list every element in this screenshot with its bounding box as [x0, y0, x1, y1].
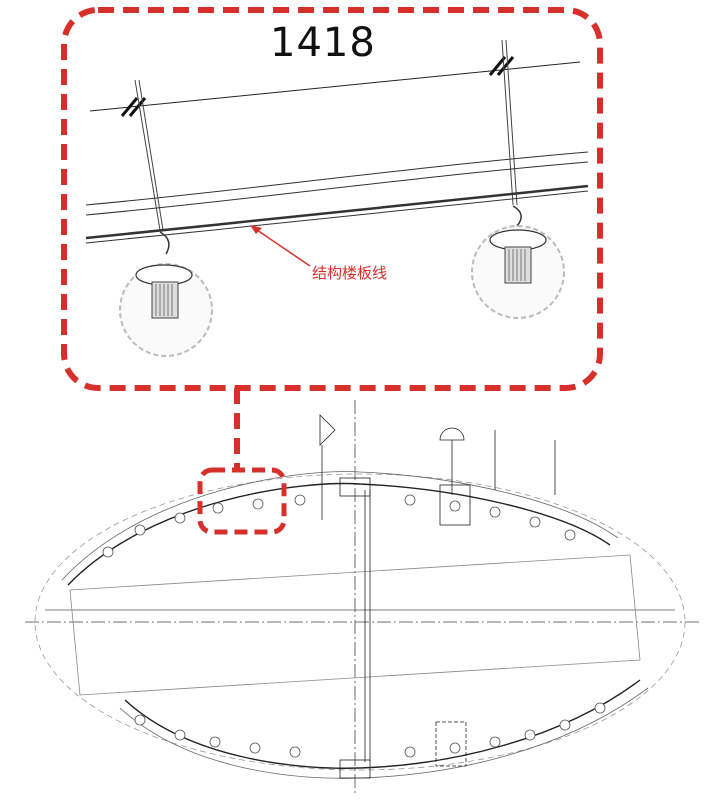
callout-label: 结构楼板线	[312, 264, 388, 282]
dimension-line	[89, 61, 581, 112]
room-outline	[69, 554, 641, 696]
column-bottom	[435, 721, 467, 767]
pendant-lamp-left-icon	[119, 231, 213, 357]
fixtures	[102, 494, 606, 758]
upper-arc-outer	[61, 471, 619, 581]
slab-lines	[85, 151, 589, 244]
dimension-label: 1418	[270, 20, 376, 66]
column-top	[439, 484, 471, 526]
plan-drawing	[25, 400, 700, 795]
section-marker-right	[439, 427, 465, 441]
pendant-lamp-right-icon	[471, 205, 565, 319]
break-mark-right	[488, 56, 515, 76]
section-marker-left	[319, 414, 336, 446]
lower-arc-outer	[119, 687, 649, 779]
beam-bottom	[339, 759, 371, 779]
callout-arrow	[250, 225, 311, 267]
hanger-rods	[134, 39, 518, 231]
upper-arc	[67, 482, 611, 586]
highlight-box	[197, 467, 287, 535]
beam-top	[339, 477, 371, 497]
detail-panel	[61, 7, 603, 391]
